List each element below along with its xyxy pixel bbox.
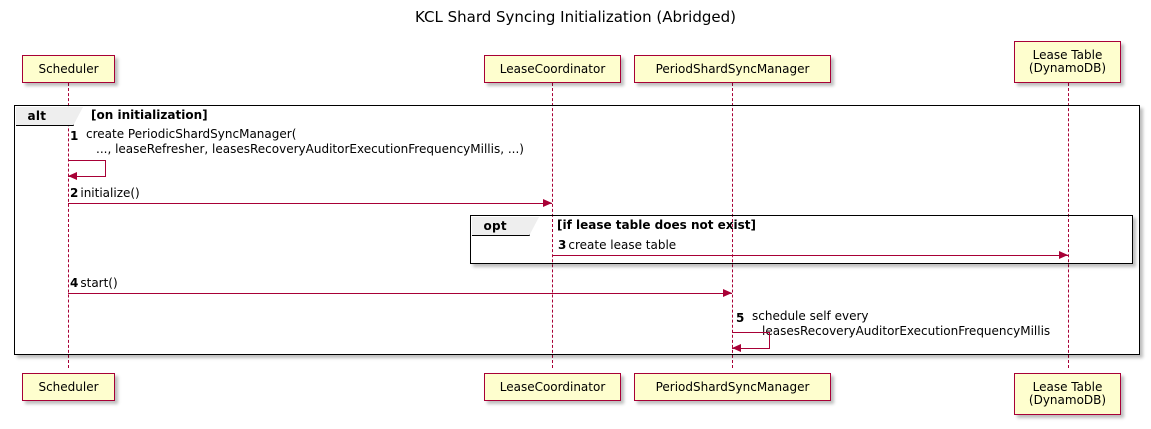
fragment-opt — [470, 215, 1133, 264]
fragment-alt — [14, 105, 1140, 355]
participant-lease-coordinator-top[interactable]: LeaseCoordinator — [484, 55, 621, 83]
message-4-text: start() — [80, 276, 118, 290]
message-4-arrowhead — [723, 288, 732, 297]
participant-lease-coordinator-bottom[interactable]: LeaseCoordinator — [484, 373, 621, 401]
participant-label: Scheduler — [38, 379, 99, 394]
message-5-self-loop — [732, 332, 770, 349]
message-5-line2: leasesRecoveryAuditorExecutionFrequencyM… — [762, 324, 1051, 338]
message-4-number: 4 — [70, 276, 79, 290]
participant-label: LeaseCoordinator — [499, 61, 606, 76]
lifeline-period-shard-sync-manager — [732, 83, 733, 368]
message-1-label: 1 create PeriodicShardSyncManager(..., le… — [70, 127, 524, 156]
participant-label: Scheduler — [38, 61, 99, 76]
fragment-alt-tab: alt — [15, 106, 83, 126]
participant-lease-table-top[interactable]: Lease Table (DynamoDB) — [1014, 41, 1121, 83]
participant-period-shard-sync-manager-top[interactable]: PeriodShardSyncManager — [634, 55, 831, 83]
lifeline-scheduler — [68, 83, 69, 368]
lifeline-lease-table — [1068, 83, 1069, 368]
message-1-number: 1 — [70, 129, 79, 143]
message-3-line — [552, 255, 1068, 256]
participant-scheduler-bottom[interactable]: Scheduler — [22, 373, 115, 401]
fragment-keyword: opt — [483, 218, 507, 233]
message-5-line1: schedule self every — [752, 309, 869, 323]
lifeline-lease-coordinator — [552, 83, 553, 368]
message-3-text: create lease table — [568, 238, 677, 252]
message-2-line — [68, 203, 552, 204]
message-1-line1: create PeriodicShardSyncManager( — [86, 127, 297, 141]
participant-label: Lease Table (DynamoDB) — [1028, 380, 1107, 407]
message-2-arrowhead — [543, 198, 552, 207]
fragment-keyword: alt — [27, 108, 47, 123]
message-1-self-loop — [68, 160, 106, 177]
fragment-opt-tab: opt — [471, 216, 539, 236]
participant-label: PeriodShardSyncManager — [655, 61, 810, 76]
message-4-line — [68, 293, 732, 294]
message-3-number: 3 — [558, 238, 567, 252]
participant-lease-table-bottom[interactable]: Lease Table (DynamoDB) — [1014, 373, 1121, 415]
page-title: KCL Shard Syncing Initialization (Abridg… — [415, 8, 736, 26]
participant-scheduler-top[interactable]: Scheduler — [22, 55, 115, 83]
message-1-line2: ..., leaseRefresher, leasesRecoveryAudit… — [96, 142, 524, 156]
fragment-opt-guard: [if lease table does not exist] — [557, 218, 757, 232]
message-3-arrowhead — [1059, 250, 1068, 259]
participant-label: PeriodShardSyncManager — [655, 379, 810, 394]
participant-label: Lease Table (DynamoDB) — [1028, 48, 1107, 75]
message-2-text: initialize() — [80, 186, 140, 200]
message-5-arrowhead — [732, 344, 741, 352]
fragment-alt-guard: [on initialization] — [91, 108, 208, 122]
message-1-arrowhead — [68, 172, 77, 180]
message-2-number: 2 — [70, 186, 79, 200]
participant-label: LeaseCoordinator — [499, 379, 606, 394]
message-5-number: 5 — [736, 311, 745, 325]
participant-period-shard-sync-manager-bottom[interactable]: PeriodShardSyncManager — [634, 373, 831, 401]
